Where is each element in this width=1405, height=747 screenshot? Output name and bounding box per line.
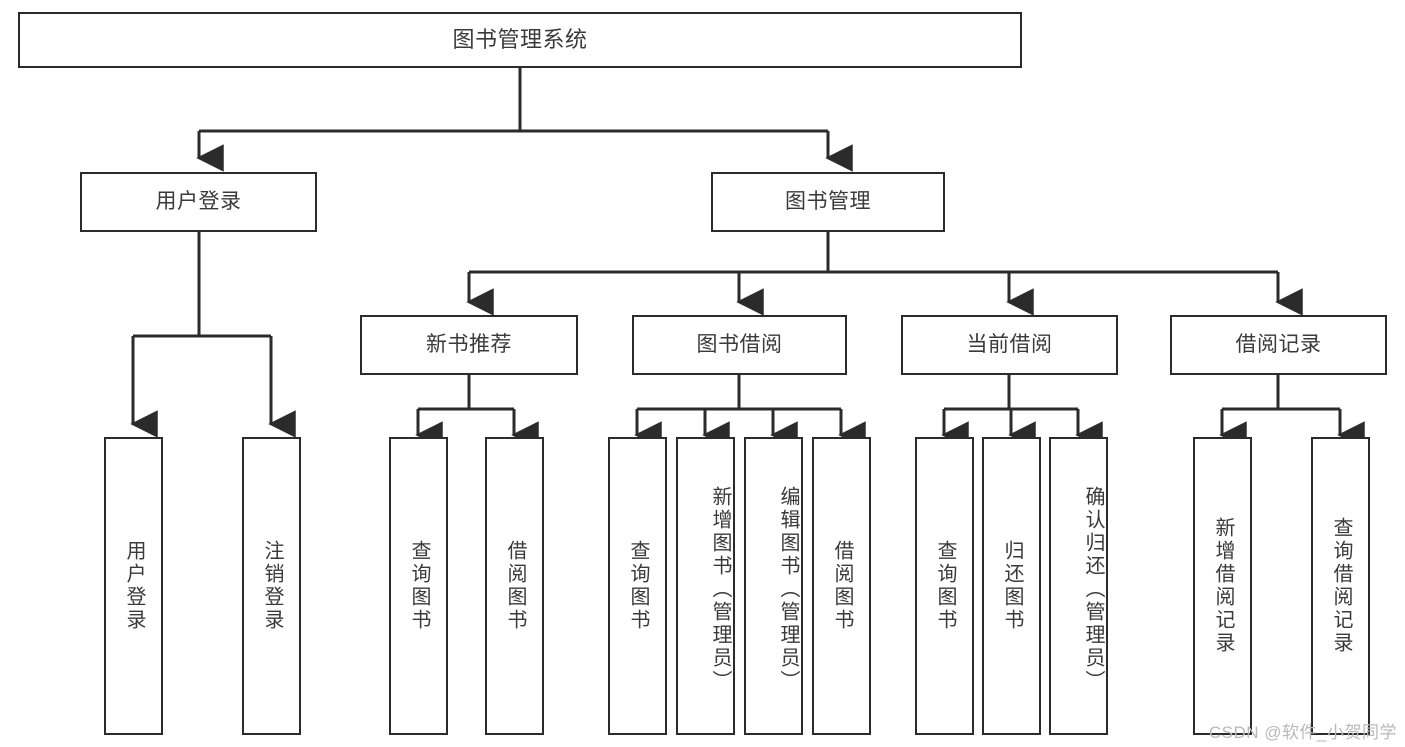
leaf-query-book-borrow[interactable]: 查询图书 bbox=[608, 437, 667, 735]
leaf-add-borrow-record[interactable]: 新增借阅记录 bbox=[1193, 437, 1252, 735]
leaf-user-login[interactable]: 用户登录 bbox=[104, 437, 163, 735]
node-new-book-recommend[interactable]: 新书推荐 bbox=[360, 315, 578, 375]
leaf-return-book[interactable]: 归还图书 bbox=[982, 437, 1041, 735]
node-current-borrow[interactable]: 当前借阅 bbox=[901, 315, 1118, 375]
leaf-query-book-recommend[interactable]: 查询图书 bbox=[389, 437, 448, 735]
leaf-borrow-book-recommend[interactable]: 借阅图书 bbox=[485, 437, 544, 735]
node-user-login[interactable]: 用户登录 bbox=[80, 172, 317, 232]
node-book-management[interactable]: 图书管理 bbox=[711, 172, 945, 232]
csdn-watermark: CSDN @软件_小贺同学 bbox=[1208, 723, 1397, 742]
leaf-confirm-return-admin[interactable]: 确认归还（管理员） bbox=[1049, 437, 1108, 735]
leaf-query-borrow-record[interactable]: 查询借阅记录 bbox=[1311, 437, 1370, 735]
node-root-system[interactable]: 图书管理系统 bbox=[18, 12, 1022, 68]
leaf-edit-book-admin[interactable]: 编辑图书（管理员） bbox=[744, 437, 803, 735]
leaf-query-book-current[interactable]: 查询图书 bbox=[915, 437, 974, 735]
leaf-logout[interactable]: 注销登录 bbox=[242, 437, 301, 735]
leaf-add-book-admin[interactable]: 新增图书（管理员） bbox=[676, 437, 735, 735]
node-book-borrow[interactable]: 图书借阅 bbox=[632, 315, 847, 375]
node-borrow-record[interactable]: 借阅记录 bbox=[1170, 315, 1387, 375]
leaf-borrow-book[interactable]: 借阅图书 bbox=[812, 437, 871, 735]
